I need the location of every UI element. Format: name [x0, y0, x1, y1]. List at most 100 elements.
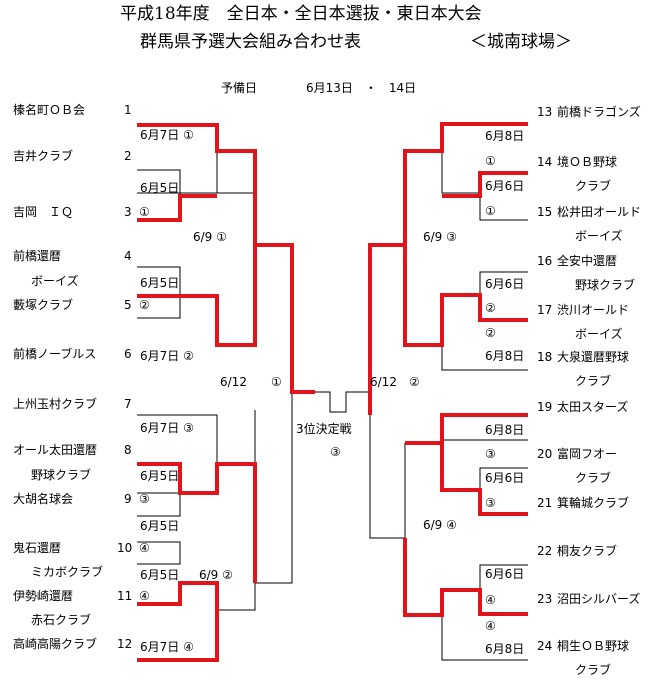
winner-path [405, 413, 528, 445]
match-label: ③ [485, 447, 496, 461]
left-final-mark: ① [271, 375, 282, 389]
left-final-date: 6/12 [220, 375, 247, 389]
match-label: 6月6日 [485, 179, 525, 193]
match-mark: ① [139, 205, 150, 219]
team-number: 3 [124, 205, 132, 219]
team-number: 11 [117, 589, 133, 603]
match-label: 6月5日 [140, 568, 180, 582]
team-name-sub: クラブ [575, 663, 612, 677]
team-name-sub: 赤石クラブ [31, 613, 92, 627]
team-name-sub: クラブ [575, 179, 612, 193]
bracket-line [292, 391, 370, 413]
bracket-line [137, 169, 181, 196]
team-number: 6 [124, 347, 132, 361]
winner-path [137, 462, 257, 583]
team-number: 19 [537, 400, 553, 414]
team-name: 沼田シルバーズ [557, 592, 641, 606]
team-name: 桐生ＯＢ野球 [557, 639, 630, 653]
team-name: 渋川オールド [557, 303, 630, 317]
team-name-sub: ボーイズ [575, 229, 623, 243]
winner-path [137, 245, 257, 347]
match-label: 6月5日 [140, 469, 180, 483]
bracket-line [137, 541, 181, 565]
bracket-line [137, 414, 218, 464]
match-label: 6月6日 [485, 277, 525, 291]
semi-final-label-1: 6/9 ① [193, 230, 227, 244]
reserve-day-dates: 6月13日 ・ 14日 [306, 81, 417, 95]
winner-path [403, 245, 528, 347]
match-label: ③ [485, 496, 496, 510]
team-number: 13 [537, 105, 553, 119]
match-label: 6月5日 [140, 181, 180, 195]
venue-label: ＜城南球場＞ [470, 32, 572, 52]
team-number: 15 [537, 205, 553, 219]
match-label: ④ [485, 593, 496, 607]
team-name: オール太田還暦 [13, 443, 98, 457]
match-mark: ② [139, 298, 150, 312]
bracket-line [441, 615, 528, 661]
winner-path [137, 194, 217, 222]
team-number: 1 [124, 103, 132, 117]
bracket-line [137, 266, 181, 296]
team-number: 24 [537, 639, 553, 653]
team-name: 吉岡 ＩＱ [13, 205, 74, 219]
match-label: 6月7日 ② [140, 349, 194, 363]
winner-path [403, 538, 528, 617]
match-label: 6月6日 [485, 471, 525, 485]
match-label: 6月7日 ④ [140, 640, 194, 654]
team-number: 5 [124, 298, 132, 312]
winner-path [440, 443, 528, 516]
winner-path [442, 171, 528, 198]
match-label: ② [485, 326, 496, 340]
team-number: 16 [537, 254, 553, 268]
team-name: 大泉還暦野球 [557, 350, 630, 364]
match-label: 6月8日 [485, 349, 525, 363]
bracket-line [369, 415, 406, 539]
match-label: 6月5日 [140, 276, 180, 290]
team-number: 21 [537, 496, 553, 510]
bracket-line [441, 124, 480, 194]
title-line-2: 群馬県予選大会組み合わせ表 [140, 32, 361, 52]
right-semi-final-label-1: 6/9 ③ [423, 230, 457, 244]
team-name-sub: 野球クラブ [31, 468, 92, 482]
match-label: ① [485, 204, 496, 218]
bracket-line [479, 271, 528, 295]
team-number: 9 [124, 492, 132, 506]
title-line-1: 平成18年度 全日本・全日本選抜・東日本大会 [120, 4, 482, 24]
right-semi-final-label-2: 6/9 ④ [423, 518, 457, 532]
match-label: 6月5日 [140, 519, 180, 533]
match-label: 6月8日 [485, 642, 525, 656]
team-name: 太田スターズ [557, 400, 629, 414]
team-name-sub: ボーイズ [575, 327, 623, 341]
team-name-sub: ミカボクラブ [31, 565, 104, 579]
team-number: 18 [537, 350, 553, 364]
third-place-label: 3位決定戦 [296, 422, 352, 436]
winner-path [137, 123, 315, 394]
match-mark: ③ [139, 492, 150, 506]
right-final-label: 6/12 ② [370, 375, 420, 389]
bracket-line [217, 583, 256, 611]
match-label: 6月7日 ③ [140, 421, 194, 435]
winner-path [137, 581, 219, 662]
team-name: 大胡名球会 [13, 492, 74, 506]
team-number: 2 [124, 149, 132, 163]
bracket-line [137, 492, 181, 517]
match-label: 6月7日 ① [140, 128, 194, 142]
team-name-sub: 野球クラブ [575, 278, 636, 292]
team-name: 前橋ノーブルス [13, 347, 97, 361]
match-mark: ④ [139, 589, 150, 603]
match-label: 6月8日 [485, 129, 525, 143]
team-number: 4 [124, 249, 132, 263]
team-number: 20 [537, 447, 553, 461]
team-name: 伊勢崎還暦 [13, 589, 74, 603]
team-name: 前橋ドラゴンズ [557, 105, 641, 119]
team-number: 14 [537, 155, 553, 169]
team-name-sub: ボーイズ [31, 274, 79, 288]
bracket-line [479, 467, 528, 490]
team-name: 藪塚クラブ [13, 298, 74, 312]
match-label: 6月8日 [485, 423, 525, 437]
team-name: 上州玉村クラブ [13, 397, 98, 411]
match-label: ① [485, 154, 496, 168]
team-name: 富岡フオー [557, 447, 618, 461]
team-number: 12 [117, 637, 133, 651]
